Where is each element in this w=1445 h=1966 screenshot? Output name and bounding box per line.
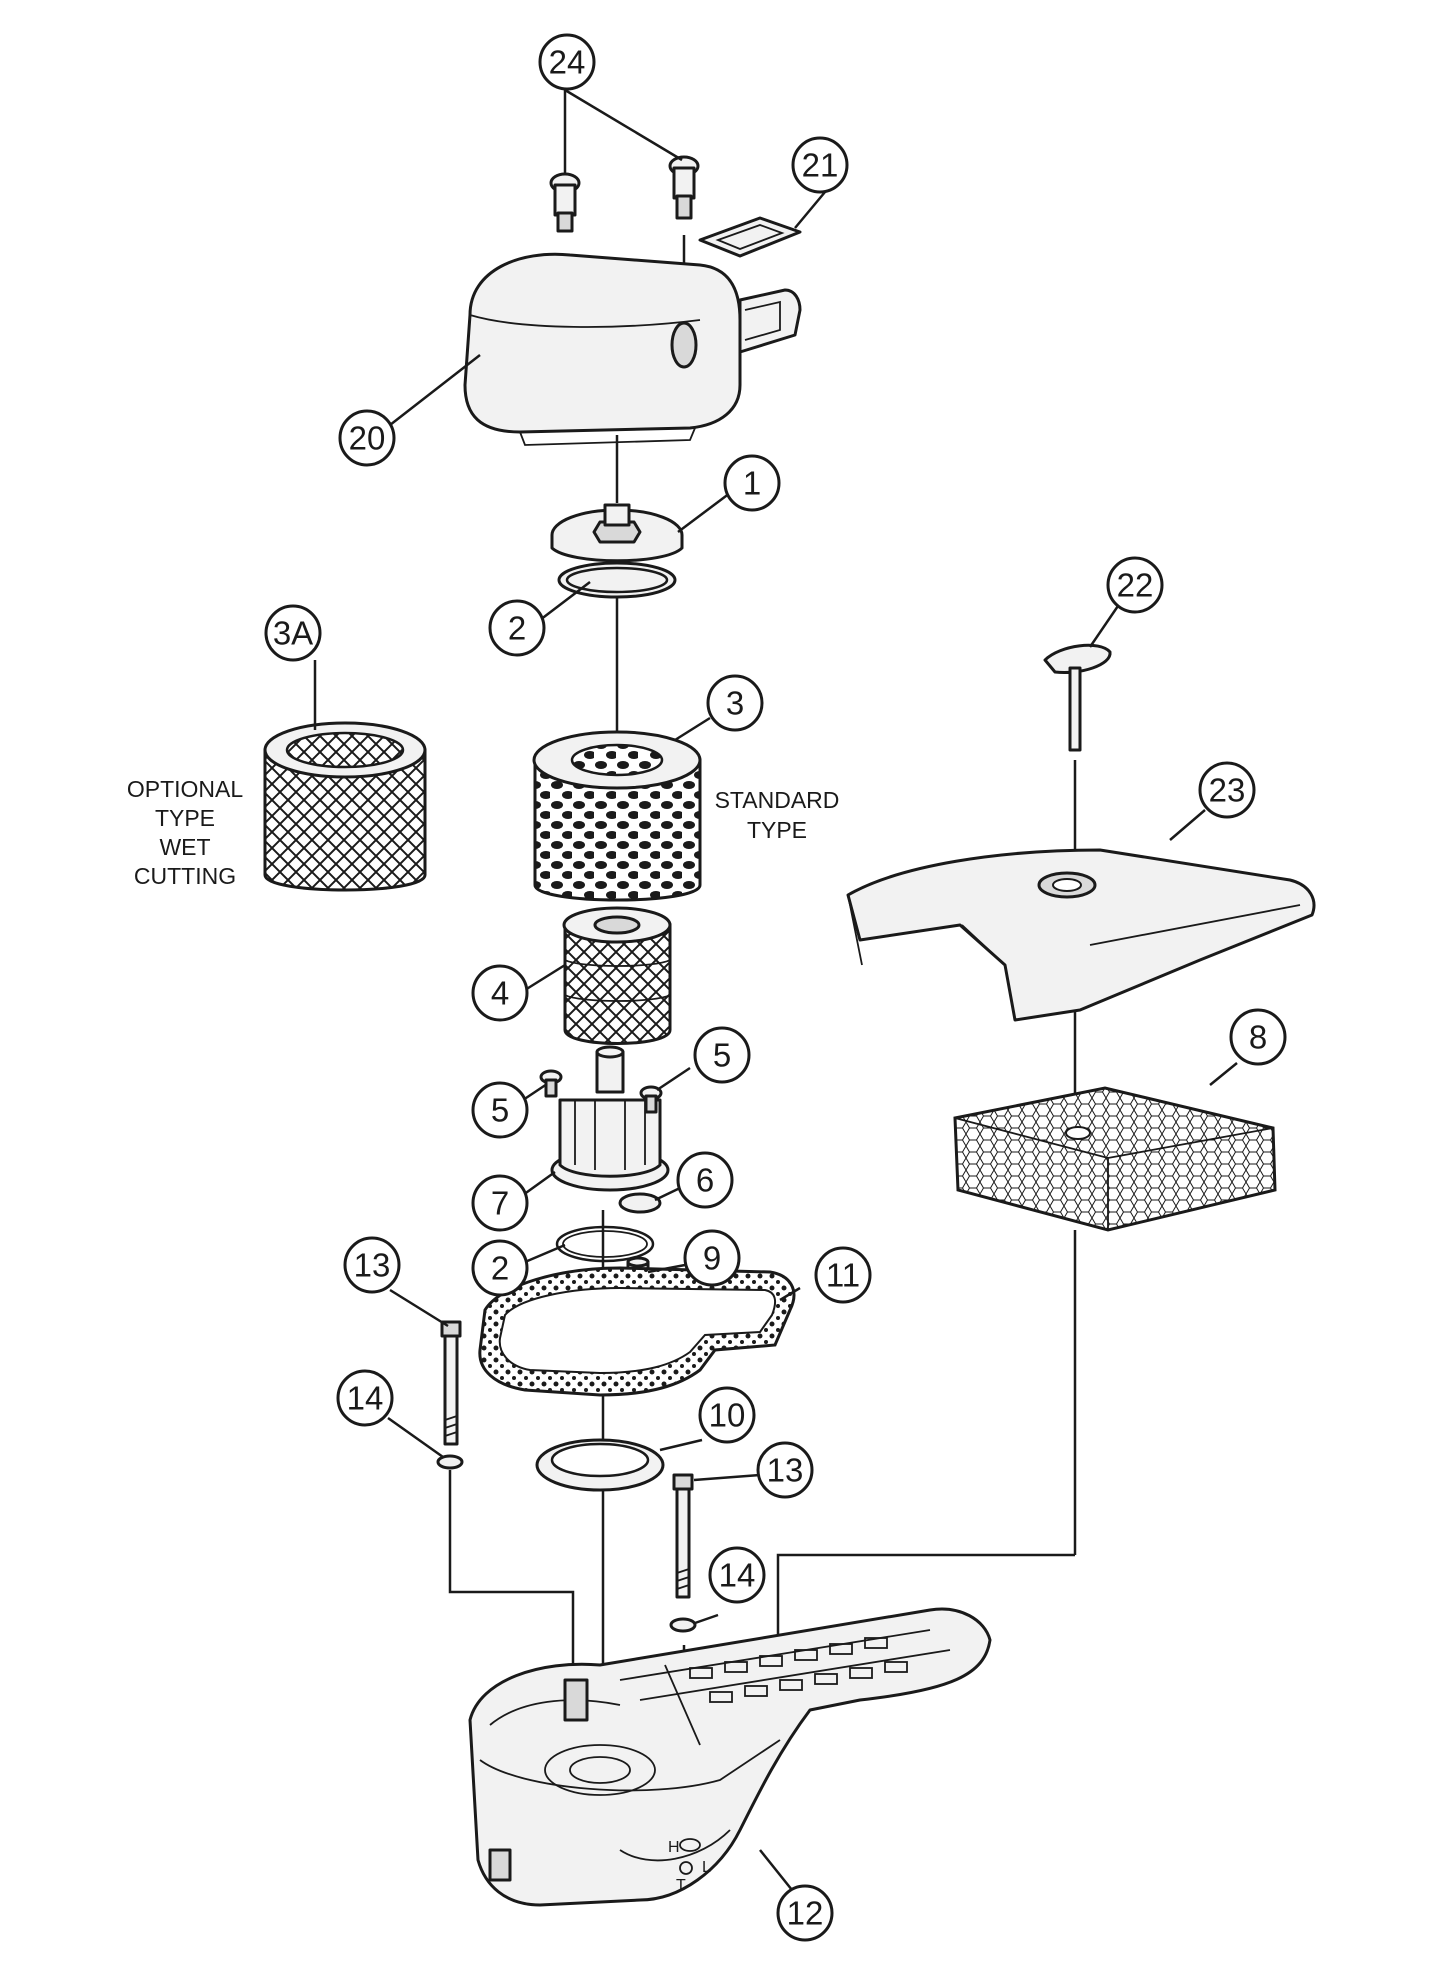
callout-4: 4 <box>471 964 529 1022</box>
callout-13-left: 13 <box>343 1236 401 1294</box>
callout-10: 10 <box>698 1386 756 1444</box>
callout-2-lower-label: 2 <box>491 1250 509 1287</box>
gasket-11 <box>478 1266 796 1397</box>
callout-24: 24 <box>538 33 596 91</box>
note-standard-type: STANDARD TYPE <box>715 787 840 843</box>
screw-5-right <box>639 1085 663 1114</box>
foam-8 <box>953 1086 1277 1232</box>
screw-24-left <box>549 172 581 233</box>
note-optional-line-3: WET <box>159 834 210 860</box>
callout-4-label: 4 <box>491 975 509 1012</box>
callout-10-label: 10 <box>709 1397 746 1434</box>
base-housing-12: H L T <box>468 1607 992 1907</box>
shroud-23 <box>846 848 1316 1022</box>
bolt-13-left <box>440 1320 462 1446</box>
base-vent-grid <box>689 1637 908 1703</box>
base-marking-t: T <box>676 1877 686 1894</box>
note-optional-line-1: OPTIONAL <box>127 776 244 802</box>
callout-13-left-label: 13 <box>354 1247 391 1284</box>
callout-20: 20 <box>338 409 396 467</box>
callout-2-lower: 2 <box>471 1239 529 1297</box>
callout-2-top: 2 <box>488 599 546 657</box>
callout-3a: 3A <box>264 604 322 662</box>
callout-22-label: 22 <box>1117 567 1154 604</box>
o-ring-2-top <box>557 561 677 599</box>
base-marking-h: H <box>668 1839 680 1856</box>
callout-23-label: 23 <box>1209 772 1246 809</box>
callout-12-label: 12 <box>787 1895 824 1932</box>
callout-5-left: 5 <box>471 1081 529 1139</box>
filter-base-7 <box>550 1045 670 1192</box>
callout-9-label: 9 <box>703 1240 721 1277</box>
washer-14-left <box>436 1454 464 1470</box>
seal-10 <box>535 1438 665 1492</box>
callout-13-right-label: 13 <box>767 1452 804 1489</box>
callout-6-label: 6 <box>696 1162 714 1199</box>
bolt-13-right <box>672 1473 694 1599</box>
callout-13-right: 13 <box>756 1441 814 1499</box>
callout-14-right-label: 14 <box>719 1557 756 1594</box>
callout-21-label: 21 <box>802 147 839 184</box>
screw-5-left <box>539 1069 563 1098</box>
callout-7: 7 <box>471 1174 529 1232</box>
callout-8: 8 <box>1229 1008 1287 1066</box>
note-optional-line-4: CUTTING <box>134 863 236 889</box>
callout-3-label: 3 <box>726 685 744 722</box>
callout-14-left-label: 14 <box>347 1380 384 1417</box>
callout-3: 3 <box>706 674 764 732</box>
callout-9: 9 <box>683 1229 741 1287</box>
callout-5-left-label: 5 <box>491 1092 509 1129</box>
washer-14-right <box>669 1617 697 1633</box>
filter-3a-optional <box>263 721 427 892</box>
callout-3a-label: 3A <box>273 615 313 652</box>
callout-1: 1 <box>723 454 781 512</box>
screw-24-right <box>668 155 700 220</box>
callout-11: 11 <box>814 1246 872 1304</box>
callout-1-label: 1 <box>743 465 761 502</box>
dipstick-22 <box>1043 643 1112 752</box>
o-ring-2-lower <box>555 1225 655 1263</box>
callout-23: 23 <box>1198 761 1256 819</box>
callout-8-label: 8 <box>1249 1019 1267 1056</box>
callout-2-top-label: 2 <box>508 610 526 647</box>
note-optional-line-2: TYPE <box>155 805 215 831</box>
o-ring-6 <box>618 1192 662 1214</box>
callout-11-label: 11 <box>826 1257 860 1294</box>
filter-3-standard <box>532 730 702 902</box>
note-standard-line-1: STANDARD <box>715 787 840 813</box>
base-marking-l: L <box>702 1859 711 1876</box>
callout-5-right: 5 <box>693 1026 751 1084</box>
callout-7-label: 7 <box>491 1185 509 1222</box>
callout-24-label: 24 <box>549 44 586 81</box>
callout-6: 6 <box>676 1151 734 1209</box>
callout-12: 12 <box>776 1884 834 1942</box>
callout-22: 22 <box>1106 556 1164 614</box>
note-standard-line-2: TYPE <box>747 817 807 843</box>
callout-14-right: 14 <box>708 1546 766 1604</box>
callout-14-left: 14 <box>336 1369 394 1427</box>
callout-21: 21 <box>791 136 849 194</box>
callout-20-label: 20 <box>349 420 386 457</box>
gasket-21 <box>698 216 802 258</box>
note-optional-type: OPTIONAL TYPE WET CUTTING <box>127 776 244 889</box>
wing-nut-1 <box>550 503 684 563</box>
callout-5-right-label: 5 <box>713 1037 731 1074</box>
cover-20 <box>463 252 802 446</box>
filter-4-inner <box>562 906 672 1045</box>
